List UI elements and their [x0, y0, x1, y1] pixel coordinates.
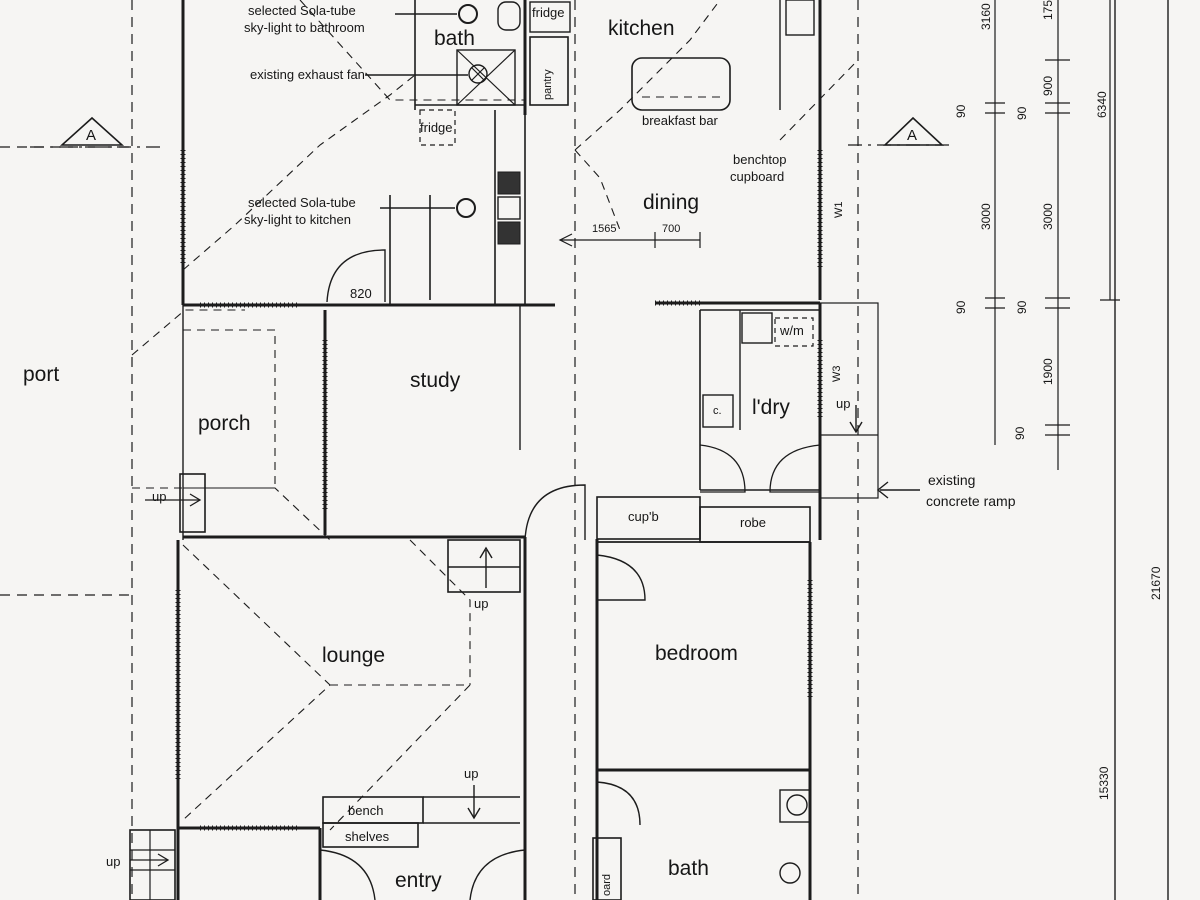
fixture-cupboard: cup'b: [628, 509, 659, 524]
room-label-bath-bottom: bath: [668, 857, 709, 880]
stair-up-bench: up: [464, 766, 479, 781]
stair-up-porch: up: [152, 489, 167, 504]
dim-v-21670: 21670: [1149, 566, 1163, 600]
annotation-ramp-1: existing: [928, 472, 976, 488]
room-label-port: port: [23, 363, 60, 386]
dim-v-3000-b: 3000: [1041, 203, 1055, 230]
dim-v-15330: 15330: [1097, 766, 1111, 800]
room-label-dining: dining: [643, 191, 700, 214]
dim-700: 700: [662, 223, 681, 235]
room-label-lounge: lounge: [322, 644, 386, 667]
annotation-solatube-kitchen-2: sky-light to kitchen: [244, 212, 351, 227]
dim-v-1900: 1900: [1041, 358, 1055, 385]
dim-v-90-a: 90: [954, 104, 968, 118]
annotation-solatube-bath-1: selected Sola-tube: [248, 3, 356, 18]
annotation-exhaust-fan: existing exhaust fan: [250, 67, 365, 82]
dim-v-3000-a: 3000: [979, 203, 993, 230]
room-label-laundry: l'dry: [752, 396, 790, 419]
dim-v-90-b: 90: [954, 300, 968, 314]
annotation-solatube-kitchen-1: selected Sola-tube: [248, 195, 356, 210]
fixture-shelves: shelves: [345, 829, 390, 844]
fixture-bench: bench: [348, 803, 384, 818]
window-w3: W3: [831, 365, 843, 383]
section-marker-right: A: [907, 127, 918, 144]
fixture-robe: robe: [740, 515, 767, 530]
room-label-bedroom: bedroom: [655, 642, 738, 665]
dim-v-6340: 6340: [1095, 91, 1109, 118]
dim-v-90-d: 90: [1015, 106, 1029, 120]
window-w1: W1: [833, 201, 845, 219]
room-label-study: study: [410, 369, 461, 392]
dim-1565: 1565: [592, 223, 617, 235]
stair-up-laundry: up: [836, 396, 851, 411]
fixture-pantry: pantry: [542, 69, 554, 100]
stair-up-entry: up: [106, 854, 121, 869]
fixture-benchtop-line1: benchtop: [733, 152, 787, 167]
room-label-kitchen: kitchen: [608, 17, 675, 40]
dim-v-3160: 3160: [979, 3, 993, 30]
dim-v-900: 900: [1041, 75, 1055, 96]
stair-up-lounge: up: [474, 596, 489, 611]
dim-v-90-e: 90: [1013, 426, 1027, 440]
room-label-porch: porch: [198, 412, 251, 435]
room-label-entry: entry: [395, 869, 442, 892]
room-label-bath-top: bath: [434, 27, 475, 50]
dim-v-90-c: 90: [1015, 300, 1029, 314]
fixture-laundry-c: c.: [713, 405, 722, 417]
fixture-washing-machine: w/m: [780, 323, 804, 338]
dim-v-1750: 1750: [1041, 0, 1055, 20]
fixture-benchtop-line2: cupboard: [730, 169, 785, 184]
fixture-fridge-top: fridge: [532, 5, 565, 20]
annotation-ramp-2: concrete ramp: [926, 493, 1016, 509]
annotation-solatube-bath-2: sky-light to bathroom: [244, 20, 365, 35]
section-marker-left: A: [86, 127, 97, 144]
fixture-board: oard: [601, 873, 613, 896]
fixture-fridge-mid: fridge: [420, 120, 453, 135]
dim-820: 820: [350, 286, 372, 301]
fixture-breakfast-bar: breakfast bar: [642, 113, 718, 128]
